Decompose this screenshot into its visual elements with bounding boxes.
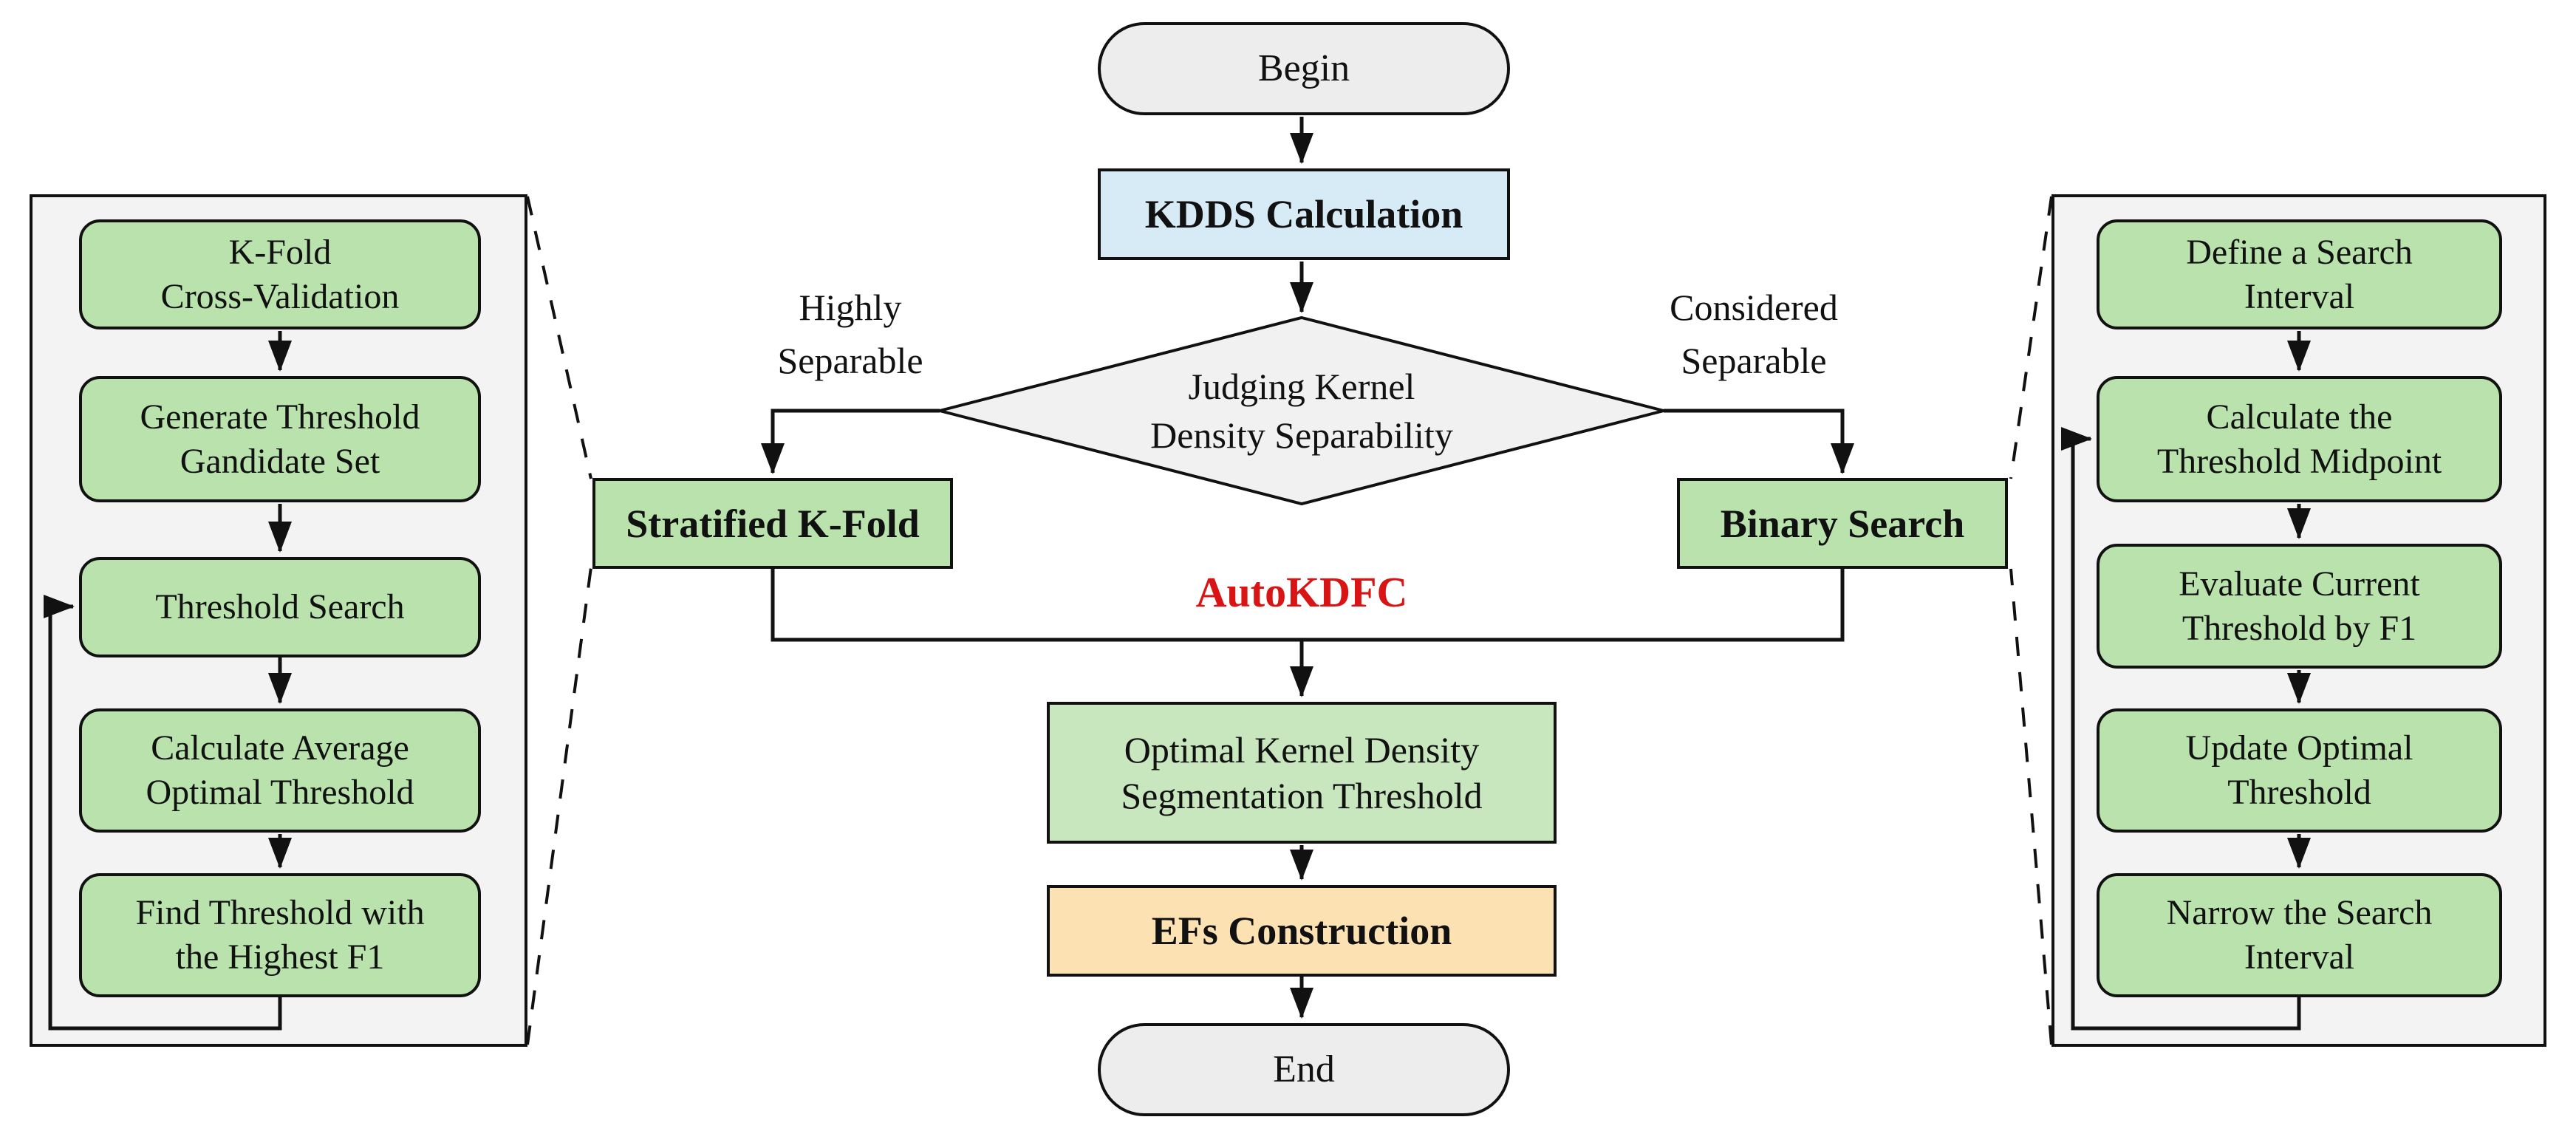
begin-terminal: Begin <box>1098 22 1510 115</box>
kdds-calculation-process: KDDS Calculation <box>1098 168 1510 260</box>
end-terminal: End <box>1098 1023 1510 1116</box>
right-step-narrow-interval: Narrow the Search Interval <box>2097 873 2502 997</box>
left-step-threshold-search: Threshold Search <box>79 557 481 657</box>
binary-search-process: Binary Search <box>1677 478 2008 569</box>
kdds-label: KDDS Calculation <box>1144 192 1463 236</box>
right-step-update-optimal: Update Optimal Threshold <box>2097 708 2502 833</box>
left-step-generate-candidates: Generate Threshold Gandidate Set <box>79 376 481 502</box>
left-step-kfold-cv: K-Fold Cross-Validation <box>79 219 481 329</box>
left-step-find-highest-f1: Find Threshold with the Highest F1 <box>79 873 481 997</box>
autokdfc-label: AutoKDFC <box>1195 568 1408 616</box>
right-step-calc-midpoint: Calculate the Threshold Midpoint <box>2097 376 2502 502</box>
optimal-threshold-process: Optimal Kernel Density Segmentation Thre… <box>1047 702 1557 844</box>
considered-separable-label: Considered Separable <box>1670 287 1838 381</box>
right-step-evaluate-f1: Evaluate Current Threshold by F1 <box>2097 544 2502 669</box>
stratified-kfold-process: Stratified K-Fold <box>592 478 953 569</box>
efs-label: EFs Construction <box>1151 909 1452 953</box>
end-label: End <box>1273 1048 1335 1090</box>
decision-text: Judging Kernel Density Separability <box>1150 366 1453 456</box>
left-step-calc-average: Calculate Average Optimal Threshold <box>79 708 481 833</box>
binary-label: Binary Search <box>1720 501 1965 546</box>
highly-separable-label: Highly Separable <box>777 287 923 381</box>
stratified-label: Stratified K-Fold <box>626 501 920 546</box>
efs-construction-process: EFs Construction <box>1047 885 1557 977</box>
right-step-define-interval: Define a Search Interval <box>2097 219 2502 329</box>
begin-label: Begin <box>1257 47 1350 89</box>
